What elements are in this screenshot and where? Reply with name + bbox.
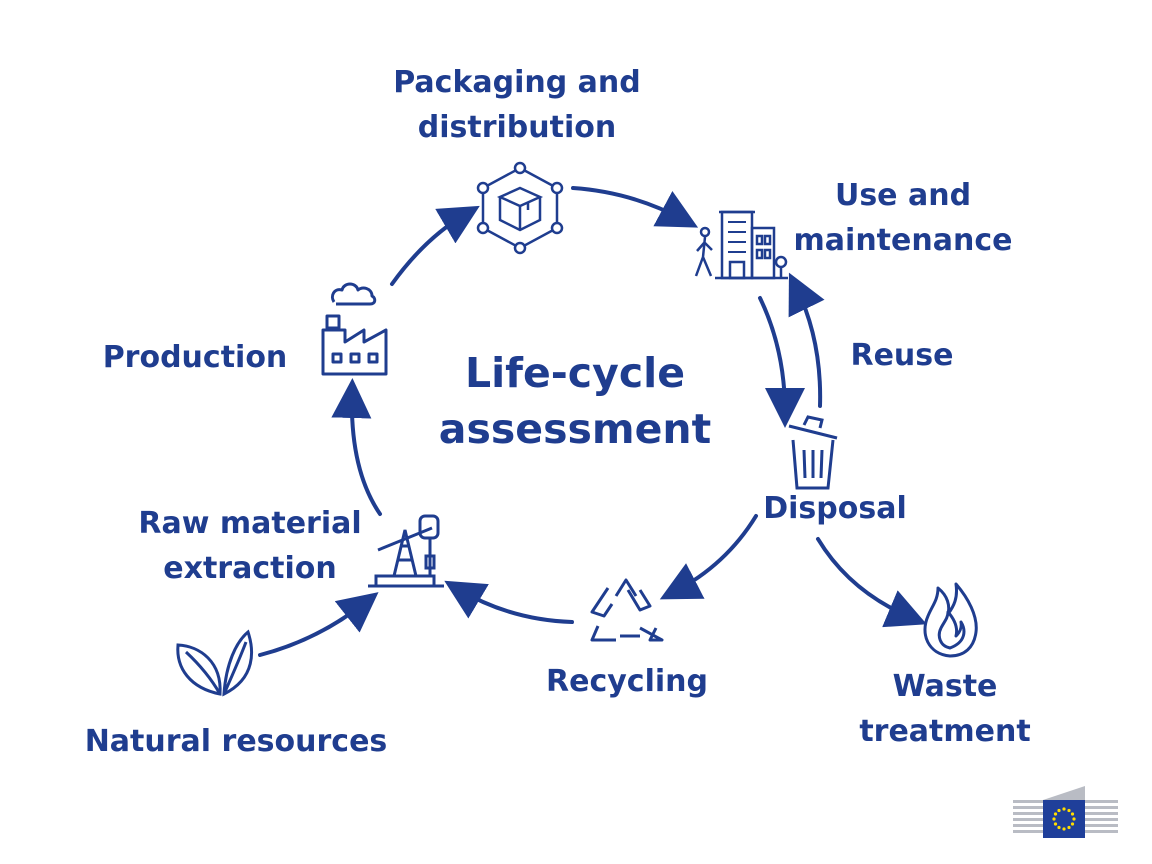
flame-icon: [923, 582, 978, 658]
arrow-disposal-to-waste-treatment: [816, 537, 927, 628]
title-line-2: assessment: [438, 405, 712, 453]
label-waste-treatment: Waste treatment: [850, 664, 1040, 754]
factory-icon: [321, 282, 388, 376]
label-use-maintenance: Use and maintenance: [790, 173, 1016, 263]
arrow-packaging-to-use: [571, 186, 699, 228]
oil-pump-icon: [368, 514, 444, 588]
packaging-line-1: Packaging and: [393, 65, 641, 100]
arrow-production-to-packaging: [390, 205, 480, 286]
box-network-icon: [476, 161, 564, 255]
use-line-2: maintenance: [793, 223, 1013, 258]
trash-bin-icon: [788, 415, 838, 490]
arrow-raw-material-to-production: [331, 378, 382, 516]
arrow-disposal-to-recycling: [659, 514, 758, 600]
label-natural-resources: Natural resources: [84, 724, 388, 759]
label-disposal: Disposal: [763, 491, 907, 526]
arrow-recycling-to-raw-material: [444, 580, 574, 624]
arrow-natural-to-raw-material: [258, 592, 379, 657]
raw-line-1: Raw material: [138, 506, 362, 541]
waste-line-1: Waste: [892, 669, 998, 704]
leaves-icon: [176, 629, 254, 697]
title-line-1: Life-cycle: [464, 349, 686, 397]
arrow-disposal-to-use-reuse: [788, 272, 825, 408]
label-recycling: Recycling: [546, 664, 708, 699]
buildings-person-icon: [694, 210, 788, 280]
label-packaging-distribution: Packaging and distribution: [377, 60, 657, 150]
packaging-line-2: distribution: [417, 110, 617, 145]
waste-line-2: treatment: [859, 714, 1031, 749]
use-line-1: Use and: [834, 178, 972, 213]
diagram-title: Life-cycle assessment: [415, 345, 735, 457]
arrow-use-to-disposal: [758, 296, 805, 428]
label-production: Production: [102, 340, 288, 375]
raw-line-2: extraction: [163, 551, 337, 586]
label-raw-material-extraction: Raw material extraction: [128, 501, 372, 591]
eu-commission-logo: [1013, 786, 1118, 838]
label-reuse: Reuse: [850, 338, 954, 373]
recycle-icon: [590, 578, 664, 642]
